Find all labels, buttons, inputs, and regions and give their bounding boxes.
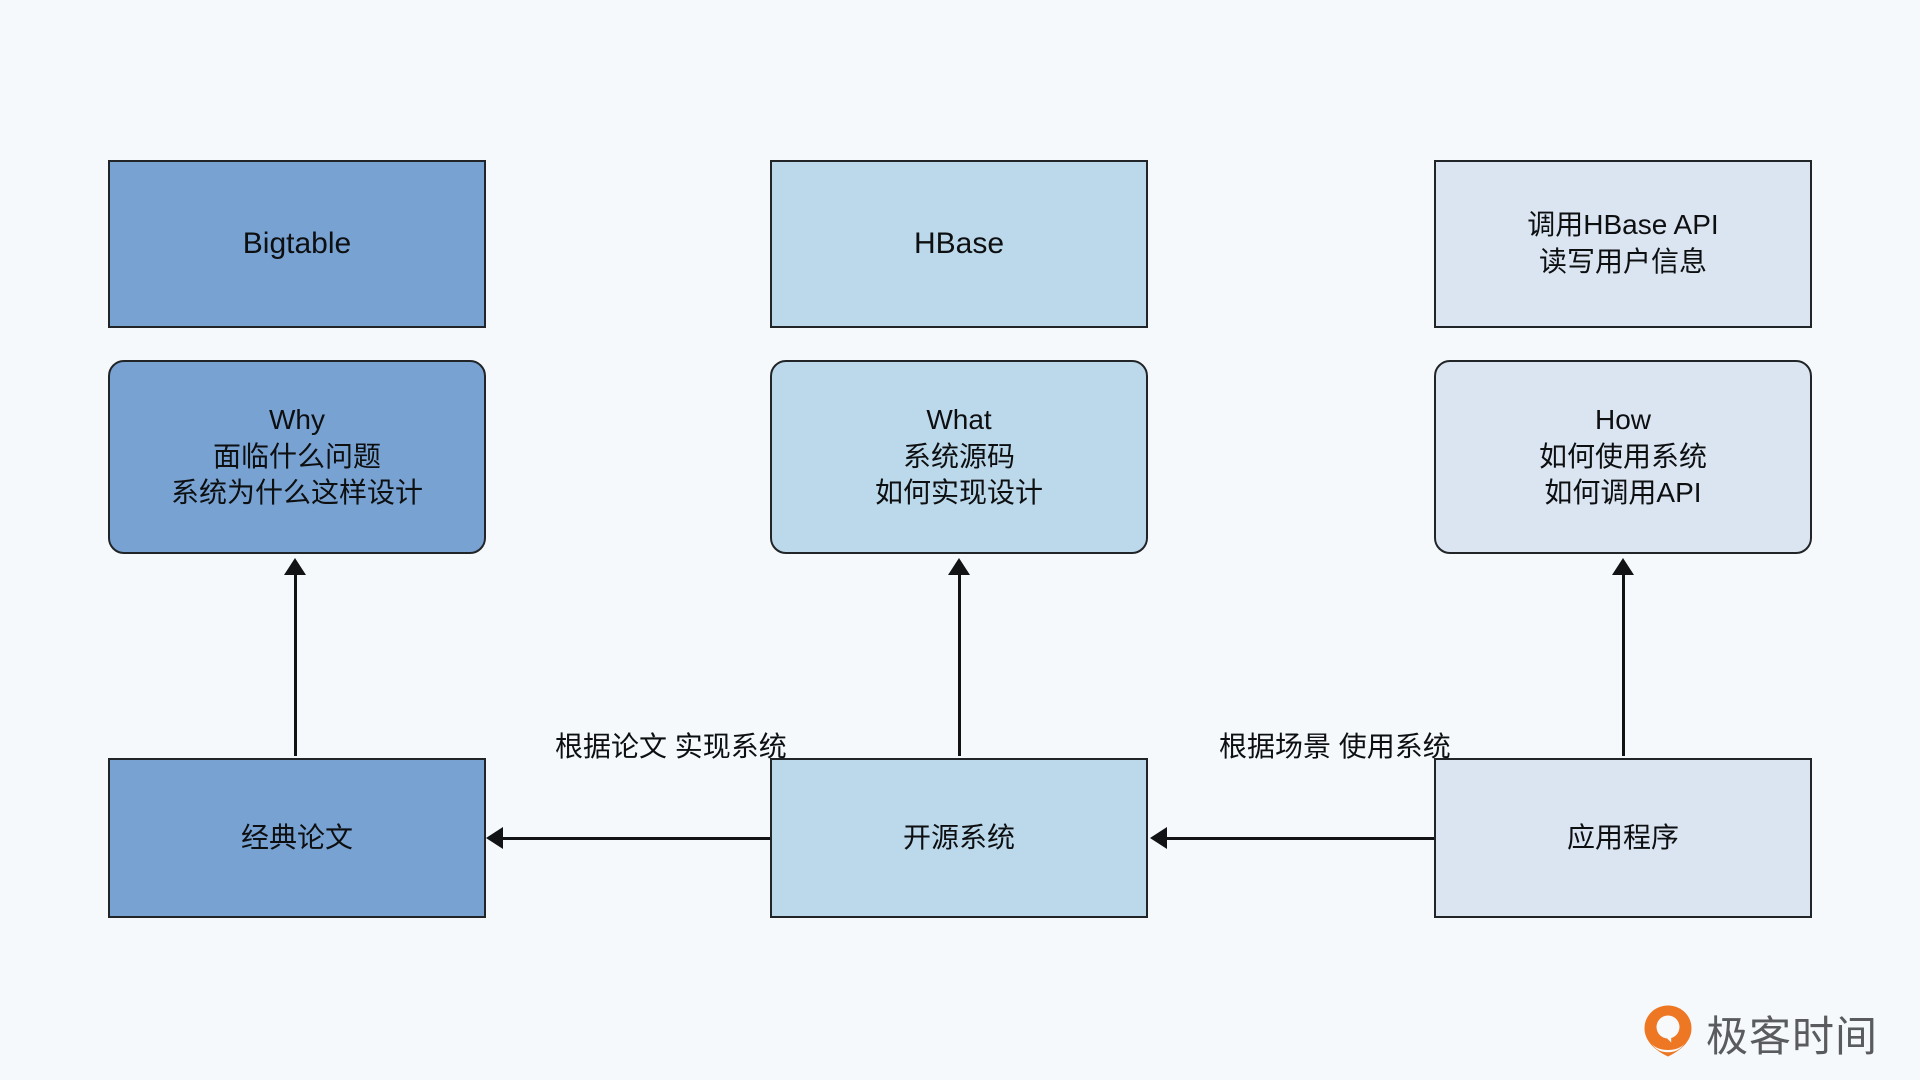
- node-line: What: [926, 403, 992, 435]
- edge-label-paper: 根据论文 实现系统: [555, 728, 787, 766]
- node-line: HBase: [913, 227, 1005, 261]
- node-why[interactable]: Why 面临什么问题 系统为什么这样设计: [108, 360, 486, 554]
- node-classic-paper[interactable]: 经典论文: [108, 758, 486, 918]
- node-line: 如何使用系统: [1538, 440, 1707, 472]
- arrow-application-to-opensource: [1150, 826, 1434, 850]
- watermark-logo: 极客时间: [1642, 1003, 1878, 1064]
- arrow-head-up-icon: [948, 558, 970, 575]
- node-line: 面临什么问题: [212, 440, 381, 472]
- arrow-head-left-icon: [486, 827, 503, 849]
- node-line: How: [1594, 403, 1651, 435]
- arrow-head-left-icon: [1150, 827, 1167, 849]
- node-application[interactable]: 应用程序: [1434, 758, 1812, 918]
- node-line: 系统为什么这样设计: [170, 477, 423, 509]
- node-line: 如何调用API: [1544, 477, 1702, 509]
- arrow-paper-up: [283, 558, 307, 756]
- arrow-application-up: [1611, 558, 1635, 756]
- node-open-source-system[interactable]: 开源系统: [770, 758, 1148, 918]
- node-line: 系统源码: [902, 440, 1015, 472]
- arrow-head-up-icon: [1612, 558, 1634, 575]
- geekbang-pin-icon: [1642, 1004, 1694, 1063]
- node-line: 经典论文: [240, 821, 353, 853]
- node-how[interactable]: How 如何使用系统 如何调用API: [1434, 360, 1812, 554]
- node-line: 应用程序: [1566, 821, 1679, 853]
- node-what[interactable]: What 系统源码 如何实现设计: [770, 360, 1148, 554]
- node-line: 如何实现设计: [874, 477, 1043, 509]
- node-hbase[interactable]: HBase: [770, 160, 1148, 328]
- edge-label-line: 根据场景: [1219, 731, 1332, 762]
- arrow-head-up-icon: [284, 558, 306, 575]
- arrow-shaft: [1621, 571, 1625, 756]
- edge-label-line: 根据论文: [555, 731, 668, 762]
- arrow-shaft: [1163, 836, 1434, 840]
- node-call-hbase-api[interactable]: 调用HBase API 读写用户信息: [1434, 160, 1812, 328]
- edge-label-scene: 根据场景 使用系统: [1219, 728, 1451, 766]
- edge-label-line: 使用系统: [1338, 731, 1451, 762]
- node-line: 开源系统: [902, 821, 1015, 853]
- arrow-opensource-up: [947, 558, 971, 756]
- arrow-shaft: [293, 571, 297, 756]
- node-bigtable[interactable]: Bigtable: [108, 160, 486, 328]
- watermark-text: 极客时间: [1705, 1012, 1878, 1061]
- arrow-shaft: [957, 571, 961, 756]
- edge-label-line: 实现系统: [674, 731, 787, 762]
- arrow-shaft: [499, 836, 770, 840]
- arrow-opensource-to-paper: [486, 826, 770, 850]
- node-line: 调用HBase API: [1527, 209, 1719, 241]
- node-line: 读写用户信息: [1538, 246, 1707, 277]
- node-line: Bigtable: [242, 227, 352, 261]
- node-line: Why: [269, 403, 325, 435]
